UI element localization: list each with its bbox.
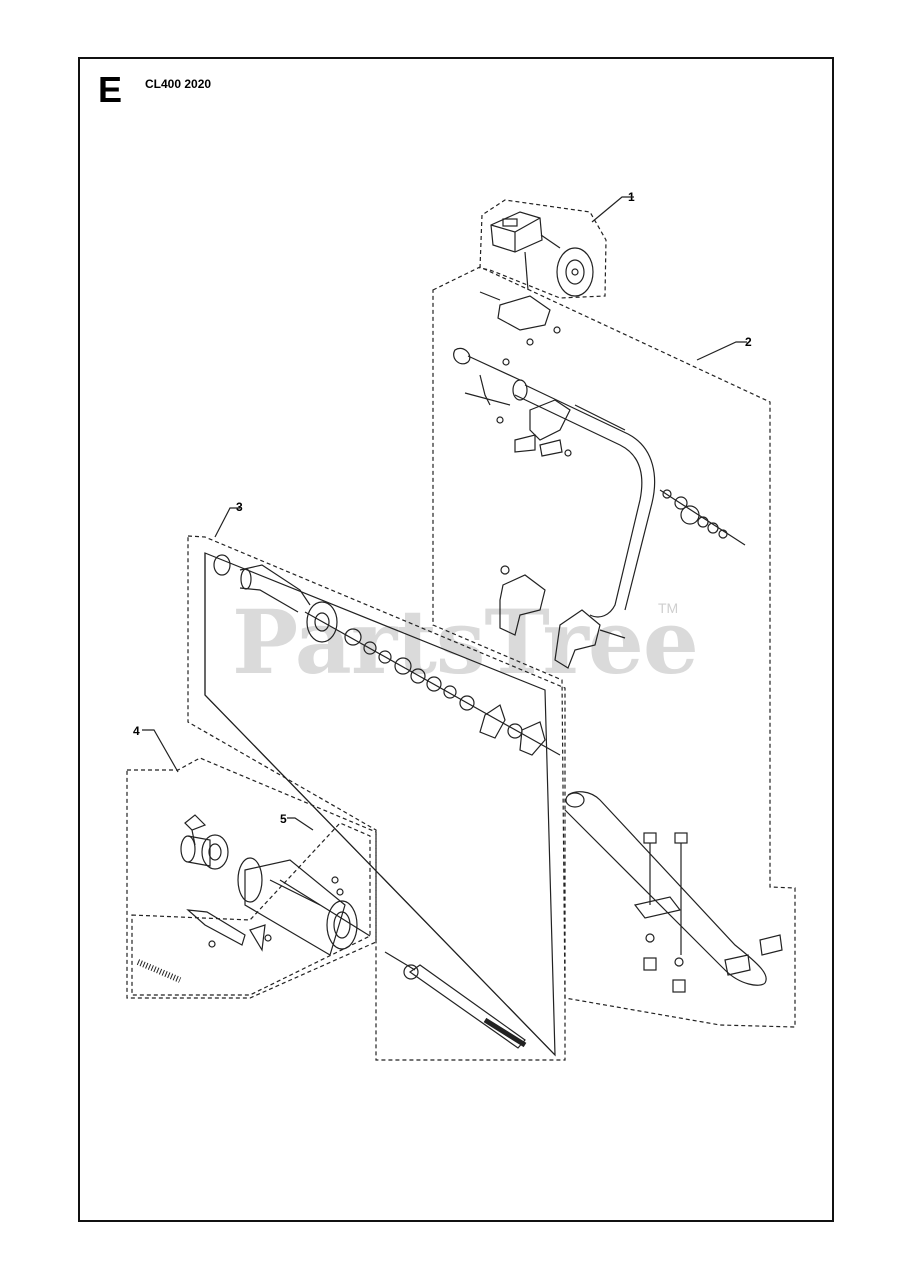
callout-5[interactable]: 5 xyxy=(280,812,287,826)
group-4-outline xyxy=(126,757,377,999)
callout-2[interactable]: 2 xyxy=(745,335,752,349)
watermark-trademark: TM xyxy=(658,600,679,616)
group-1-outline xyxy=(479,199,607,299)
group-3-outline xyxy=(187,535,566,1061)
part-3-shaft xyxy=(213,554,783,1049)
part-1-hour-meter xyxy=(490,211,594,297)
page-frame xyxy=(78,57,834,1222)
group-outlines xyxy=(126,199,796,1061)
part-4-spool xyxy=(136,814,371,983)
leader-lines xyxy=(142,196,747,831)
callout-3[interactable]: 3 xyxy=(236,500,243,514)
section-letter: E xyxy=(98,69,123,110)
watermark: PartsTree xyxy=(232,590,699,694)
group-5-outline xyxy=(131,822,371,996)
callout-4[interactable]: 4 xyxy=(133,724,140,738)
group-3-frame xyxy=(204,552,556,1057)
group-2-outline xyxy=(432,266,796,1028)
part-2-handle xyxy=(453,291,746,669)
model-label: CL400 2020 xyxy=(145,77,212,91)
